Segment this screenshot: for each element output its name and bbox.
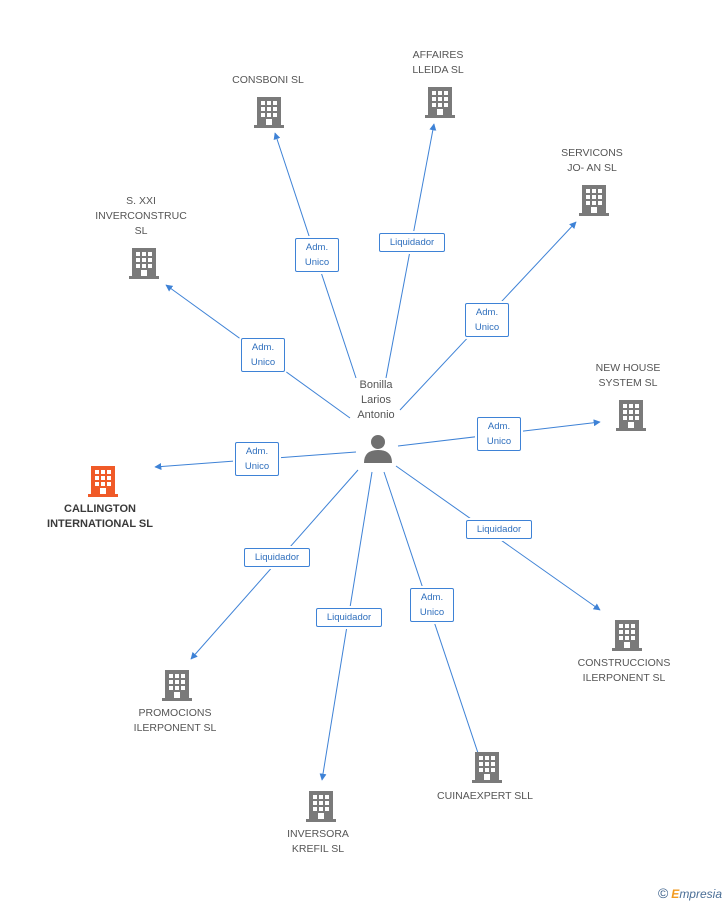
company-label-construccions[interactable]: CONSTRUCCIONS ILERPONENT SL	[577, 657, 671, 684]
role-badge-inversora[interactable]: Liquidador	[316, 607, 382, 627]
building-icon-callington[interactable]	[88, 466, 118, 497]
copyright-icon: ©	[657, 885, 669, 901]
person-icon[interactable]	[364, 435, 392, 463]
building-icon-promocions[interactable]	[162, 670, 192, 701]
role-badge-consboni[interactable]: Adm. Unico	[295, 238, 339, 272]
building-icon-inversora[interactable]	[306, 791, 336, 822]
role-badge-servicons[interactable]: Adm. Unico	[465, 303, 509, 337]
role-badge-newhouse[interactable]: Adm. Unico	[477, 417, 521, 451]
company-label-callington[interactable]: CALLINGTON INTERNATIONAL SL	[47, 503, 153, 530]
company-label-consboni[interactable]: CONSBONI SL	[232, 73, 304, 86]
brand-logo[interactable]: ©Empresia	[658, 885, 722, 901]
brand-name: mpresia	[679, 887, 722, 901]
company-label-inversora[interactable]: INVERSORA KREFIL SL	[287, 828, 349, 855]
building-icon-cuinaexpert[interactable]	[472, 752, 502, 783]
brand-initial: E	[671, 887, 680, 901]
role-badge-promocions[interactable]: Liquidador	[244, 547, 310, 567]
building-icon-servicons[interactable]	[579, 185, 609, 216]
role-badge-construccions[interactable]: Liquidador	[466, 519, 532, 539]
company-label-servicons[interactable]: SERVICONS JO- AN SL	[561, 147, 623, 174]
building-icon-newhouse[interactable]	[616, 400, 646, 431]
company-label-sxxi[interactable]: S. XXI INVERCONSTRUC SL	[95, 194, 187, 237]
building-icon-consboni[interactable]	[254, 97, 284, 128]
role-badge-cuinaexpert[interactable]: Adm. Unico	[410, 588, 454, 622]
role-badge-affaires[interactable]: Liquidador	[379, 232, 445, 252]
company-label-affaires[interactable]: AFFAIRES LLEIDA SL	[412, 49, 464, 76]
node-layer	[88, 87, 646, 822]
building-icon-affaires[interactable]	[425, 87, 455, 118]
role-badge-callington[interactable]: Adm. Unico	[235, 442, 279, 476]
company-label-cuinaexpert[interactable]: CUINAEXPERT SLL	[437, 789, 533, 802]
company-label-newhouse[interactable]: NEW HOUSE SYSTEM SL	[595, 362, 661, 389]
building-icon-construccions[interactable]	[612, 620, 642, 651]
person-name-label[interactable]: Bonilla Larios Antonio	[357, 379, 395, 421]
building-icon-sxxi[interactable]	[129, 248, 159, 279]
role-badge-sxxi[interactable]: Adm. Unico	[241, 338, 285, 372]
company-label-promocions[interactable]: PROMOCIONS ILERPONENT SL	[133, 707, 217, 734]
